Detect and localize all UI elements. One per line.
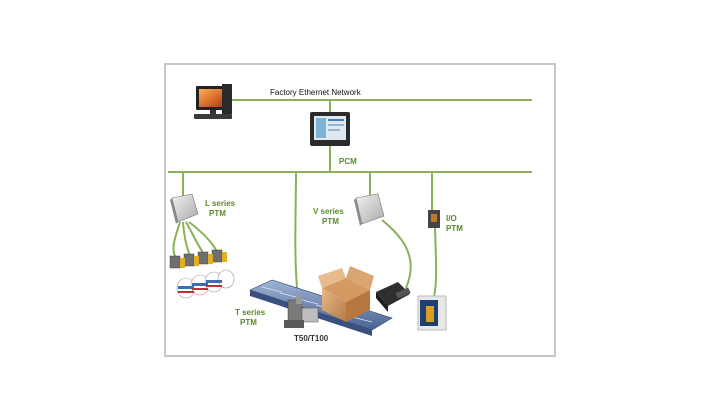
t50-label: T50/T100: [294, 334, 329, 343]
io-label: I/O: [446, 214, 457, 223]
io-sensor-icon: [417, 295, 447, 331]
l-series-cable-1: [172, 221, 181, 259]
v-series-cable: [381, 219, 412, 289]
t-series-printer-icon: [284, 296, 319, 328]
host-computer-icon: [194, 84, 232, 119]
l-series-cable-2: [182, 221, 191, 257]
t-series-drop: [294, 171, 298, 289]
pcm-panel-icon: [310, 112, 350, 146]
cardboard-box-icon: [318, 266, 374, 322]
io-ptm-label: PTM: [446, 224, 463, 233]
t-series-ptm-label: PTM: [240, 318, 257, 327]
network-lines: [168, 99, 532, 303]
l-series-ptm-icon: [170, 193, 199, 224]
l-series-ptm-label: PTM: [209, 209, 226, 218]
l-series-printheads-icon: [169, 249, 235, 299]
pcm-label: PCM: [339, 157, 357, 166]
v-series-ptm-icon: [354, 193, 385, 226]
t-series-label: T series: [235, 308, 266, 317]
factory-network-label: Factory Ethernet Network: [270, 88, 362, 97]
io-ptm-icon: [428, 210, 440, 228]
v-series-ptm-label: PTM: [322, 217, 339, 226]
l-series-label: L series: [205, 199, 236, 208]
v-series-label: V series: [313, 207, 344, 216]
v-series-printhead-icon: [376, 282, 411, 312]
